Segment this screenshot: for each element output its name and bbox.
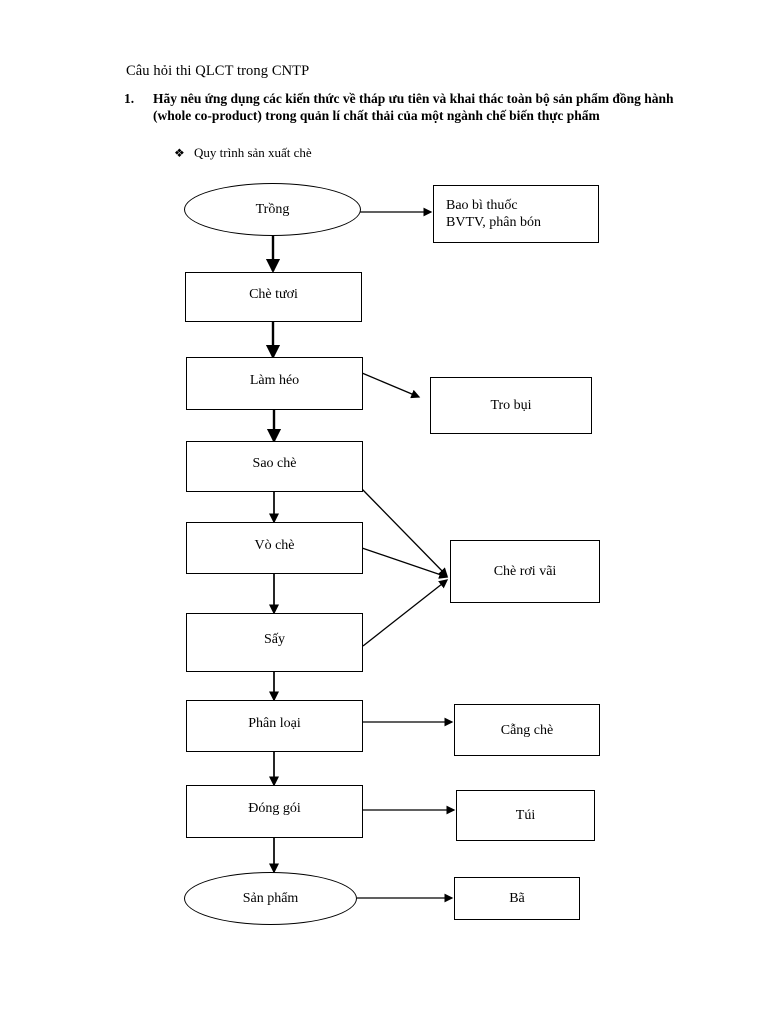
flow-node-label: Sấy xyxy=(264,632,285,647)
flow-node-label: Cẫng chè xyxy=(500,722,554,738)
flow-node-label: Bã xyxy=(509,891,525,906)
flow-node-ba[interactable]: Bã xyxy=(454,877,580,920)
flow-node-label: Trồng xyxy=(255,202,290,217)
sub-bullet-item: ❖ Quy trình sản xuất chè xyxy=(174,145,312,161)
sub-bullet-label: Quy trình sản xuất chè xyxy=(194,145,312,160)
flow-node-label: Phân loại xyxy=(248,715,301,731)
flow-node-san-pham[interactable]: Sản phẩm xyxy=(184,872,357,925)
flow-node-label: Sao chè xyxy=(252,456,297,471)
flow-node-label: Bao bì thuốc BVTV, phân bón xyxy=(446,197,541,231)
flow-node-say[interactable]: Sấy xyxy=(186,613,363,672)
flow-node-dong-goi[interactable]: Đóng gói xyxy=(186,785,363,838)
flow-node-trong[interactable]: Trồng xyxy=(184,183,361,236)
flow-node-cang-che[interactable]: Cẫng chè xyxy=(454,704,600,756)
question-text: Hãy nêu ứng dụng các kiến thức về tháp ư… xyxy=(153,91,674,123)
arrow-lam-heo-to-tro-bui xyxy=(361,372,421,399)
flow-node-lam-heo[interactable]: Làm héo xyxy=(186,357,363,410)
flow-node-label: Vò chè xyxy=(254,537,295,553)
flow-node-label: Sản phẩm xyxy=(242,891,299,906)
arrow-vo-che-to-che-roi-vai xyxy=(361,547,449,579)
flow-node-label: Đóng gói xyxy=(248,801,301,816)
flow-node-tui[interactable]: Túi xyxy=(456,790,595,841)
flow-node-label: Chè rơi vãi xyxy=(493,564,557,579)
flow-node-che-tuoi[interactable]: Chè tươi xyxy=(185,272,362,322)
waste-flow-arrows xyxy=(357,207,456,903)
flow-node-che-roi-vai[interactable]: Chè rơi vãi xyxy=(450,540,600,603)
flow-node-label: Làm héo xyxy=(249,373,300,388)
flow-node-label: Túi xyxy=(515,808,536,823)
flow-node-vo-che[interactable]: Vò chè xyxy=(186,522,363,574)
arrow-sao-che-to-che-roi-vai xyxy=(361,488,448,577)
flow-node-label-line2: BVTV, phân bón xyxy=(446,215,542,230)
ellipse-shape xyxy=(184,183,361,236)
flow-node-label-line1: Bao bì thuốc xyxy=(446,198,518,213)
flow-node-phan-loai[interactable]: Phân loại xyxy=(186,700,363,752)
page-title: Câu hỏi thi QLCT trong CNTP xyxy=(126,63,310,79)
diamond-bullet-icon: ❖ xyxy=(174,146,185,160)
question-number: 1. xyxy=(124,91,135,106)
ellipse-shape xyxy=(184,872,357,925)
flow-node-label: Tro bụi xyxy=(490,398,532,413)
flow-node-sao-che[interactable]: Sao chè xyxy=(186,441,363,492)
flow-node-bao-bi-thuoc-bvtv[interactable]: Bao bì thuốc BVTV, phân bón xyxy=(433,185,599,243)
flow-node-tro-bui[interactable]: Tro bụi xyxy=(430,377,592,434)
arrow-say-to-che-roi-vai xyxy=(362,579,449,647)
flow-node-label: Chè tươi xyxy=(249,286,298,302)
main-flow-arrows xyxy=(265,235,282,444)
